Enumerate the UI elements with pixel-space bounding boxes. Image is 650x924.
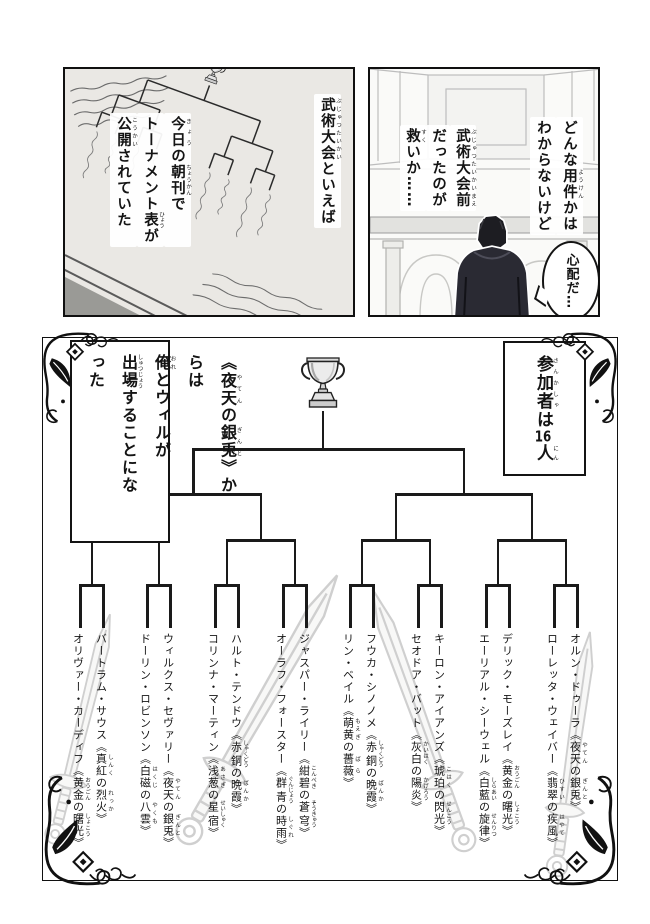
caption-line: 武術大会ぶじゅつたいかいといえば xyxy=(314,94,341,228)
panel-newspaper: 武術大会ぶじゅつたいかいといえば 今日きょうの朝刊ちょうかんで トーナメント表ひ… xyxy=(63,67,355,317)
participant-name: デリック・モーズレイ《黄金おうごんの曙光しょこう》 xyxy=(500,633,520,837)
caption-line: 武術大会前ぶじゅつたいかいまえ xyxy=(450,125,476,211)
intro-line: 出場しゅつじょうすることになった xyxy=(86,354,143,494)
participants-count-textbox: 参加者さんかしゃは16人にん xyxy=(503,341,586,476)
participant-name: バートラム・サウス《真紅しんくの烈火れっか》 xyxy=(94,633,114,825)
bracket-line xyxy=(282,584,285,628)
participant-name: ウィルクス・セヴァリー《夜天やてんの銀兎ぎんと》 xyxy=(161,633,181,849)
participant-name: オーラフ・フォースター《群青ぐんじょうの時雨しぐれ》 xyxy=(274,633,294,851)
bracket-line xyxy=(321,411,325,451)
bracket-line xyxy=(417,584,420,628)
bracket-line xyxy=(462,448,466,496)
panel-bracket: オリヴァー・カーディフ《黄金おうごんの曙光しょこう》バートラム・サウス《真紅しん… xyxy=(42,332,618,886)
caption-errand: どんな用件ようけんかは わからないけど xyxy=(530,117,583,235)
corner-ornament-top-right xyxy=(540,332,617,424)
bracket-line xyxy=(192,448,195,496)
caption-line: 公開こうかいされていた xyxy=(110,113,137,247)
participant-name: セオドア・バット《灰白かいはくの陽炎かげろう》 xyxy=(409,633,429,813)
bracket-line xyxy=(79,584,82,628)
participant-name: キーロン・アイアンズ《琥珀こはくの閃光せんこう》 xyxy=(432,633,452,837)
intro-line: 《夜天やてんの銀兎ぎんと》からは xyxy=(185,354,242,494)
caption-line: どんな用件ようけんかは xyxy=(556,117,583,235)
intro-text: 《夜天やてんの銀兎ぎんと》からは 俺おれとウィルが 出場しゅつじょうすることにな… xyxy=(72,342,251,521)
bracket-line xyxy=(157,539,161,587)
bracket-line xyxy=(372,584,375,628)
bracket-line xyxy=(237,584,240,628)
participant-name: リン・ベイル《萌黄もえぎの薔薇ばら》 xyxy=(341,633,361,789)
caption-morning-paper: 今日きょうの朝刊ちょうかんで トーナメント表ひょうが 公開こうかいされていた xyxy=(110,113,191,247)
participant-name: ジャスパー・ライリー《紺碧こんぺきの蒼穹そうきゅう》 xyxy=(297,633,317,839)
participant-name: ドーリン・ロビンソン《白磁はくじの八雲やくも》 xyxy=(138,633,158,837)
corner-ornament-bottom-right xyxy=(523,775,616,886)
participant-name: ハルト・テンドウ《赤銅しゃくどうの晩霞ばんか》 xyxy=(229,633,249,815)
bracket-line xyxy=(214,584,217,628)
figure-silhouette xyxy=(453,214,531,315)
count-post: 人にん xyxy=(533,443,558,463)
count-pre: 参加者さんかしゃは xyxy=(533,354,558,429)
participant-name: エーリアル・シーウェル《白藍しらあいの旋律せんりつ》 xyxy=(477,633,497,849)
sword-icon xyxy=(161,562,360,856)
bracket-line xyxy=(225,539,229,587)
bracket-background: オリヴァー・カーディフ《黄金おうごんの曙光しょこう》バートラム・サウス《真紅しん… xyxy=(43,338,617,880)
bracket-line xyxy=(508,584,511,628)
caption-line: トーナメント表ひょうが xyxy=(137,113,164,247)
caption-line: 今日きょうの朝刊ちょうかんで xyxy=(164,113,191,247)
bracket-line xyxy=(90,539,94,587)
participant-name: オルン・ドゥーラ《夜天やてんの銀兎ぎんと》 xyxy=(568,633,588,813)
corner-ornament-bottom-left xyxy=(44,775,137,886)
count-number: 16 xyxy=(534,428,552,444)
speech-text: 心配だ… xyxy=(563,253,579,309)
caption-line: だったのが xyxy=(426,125,450,211)
bracket-line xyxy=(428,539,432,587)
caption-martial-tournament: 武術大会ぶじゅつたいかいといえば xyxy=(314,94,341,228)
bracket-line xyxy=(102,584,105,628)
bracket-line xyxy=(192,448,466,451)
bracket-line xyxy=(146,584,149,628)
speech-bubble: 心配だ… xyxy=(542,241,598,315)
caption-before-tournament: 武術大会前ぶじゅつたいかいまえ だったのが 救すくいか…… xyxy=(400,125,476,211)
participant-name: ローレッタ・ウェイバー《翡翠ひすいの疾風はやて》 xyxy=(545,633,565,849)
bracket-line xyxy=(564,539,568,587)
newspaper-art xyxy=(65,69,325,315)
bracket-line xyxy=(349,584,352,628)
corner-ornament-top-left xyxy=(43,332,120,424)
intro-line: 俺おれとウィルが xyxy=(152,354,176,459)
participant-name: オリヴァー・カーディフ《黄金おうごんの曙光しょこう》 xyxy=(71,633,91,849)
bracket-line xyxy=(293,539,297,587)
bracket-line xyxy=(496,539,500,587)
caption-line: わからないけど xyxy=(530,117,556,235)
bracket-line xyxy=(360,539,364,587)
bracket-line xyxy=(485,584,488,628)
trophy-icon xyxy=(300,356,346,409)
bracket-line xyxy=(394,493,398,542)
bracket-line xyxy=(530,493,534,542)
bracket-line xyxy=(576,584,579,628)
bracket-line xyxy=(305,584,308,628)
intro-textbox: 《夜天やてんの銀兎ぎんと》からは 俺おれとウィルが 出場しゅつじょうすることにな… xyxy=(70,340,242,543)
caption-line: 救すくいか…… xyxy=(400,125,426,211)
panel-hall: どんな用件ようけんかは わからないけど 武術大会前ぶじゅつたいかいまえ だったの… xyxy=(368,67,600,317)
bracket-line xyxy=(440,584,443,628)
bracket-line xyxy=(259,493,263,542)
bracket-line xyxy=(553,584,556,628)
bracket-line xyxy=(169,584,172,628)
participants-count-text: 参加者さんかしゃは16人にん xyxy=(531,355,558,463)
participant-name: コリンナ・マーティン《浅葱あさぎの星宿せいしゅく》 xyxy=(206,633,226,839)
participant-name: フウカ・シノノメ《赤銅しゃくどうの晩霞ばんか》 xyxy=(364,633,384,815)
